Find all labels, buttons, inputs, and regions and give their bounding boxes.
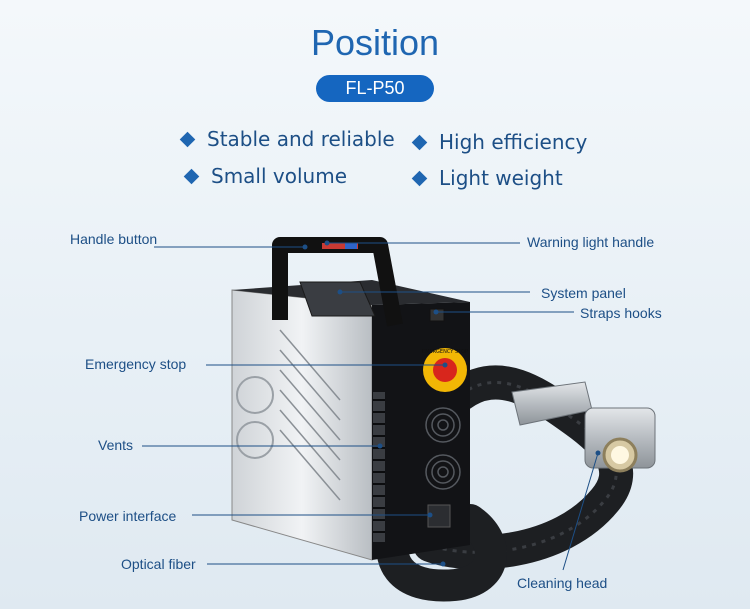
callout-handle-button: Handle button <box>70 231 158 247</box>
callout-vents: Vents <box>98 437 134 453</box>
feature-label: Stable and reliable <box>207 127 395 151</box>
warning-light <box>322 243 358 249</box>
front-vents <box>373 392 385 542</box>
emergency-stop-label: EMERGENCY STOP <box>422 349 468 355</box>
side-vent-slots <box>279 329 341 501</box>
leader-dots <box>302 240 601 567</box>
side-fan-grille <box>236 376 274 414</box>
front-panel <box>372 302 470 560</box>
callout-warning-light-handle: Warning light handle <box>527 234 655 250</box>
front-fan-grille <box>425 407 461 490</box>
callout-emergency-stop: Emergency stop <box>85 356 187 372</box>
model-badge: FL-P50 <box>316 75 434 102</box>
callout-straps-hooks: Straps hooks <box>580 305 662 321</box>
feature-item: Stable and reliable <box>179 127 395 151</box>
page-title: Position <box>310 22 440 63</box>
cleaning-head <box>511 381 656 473</box>
side-panel <box>231 289 373 561</box>
callout-optical-fiber: Optical fiber <box>121 556 196 572</box>
emergency-stop-button <box>433 358 457 382</box>
callout-power-interface: Power interface <box>79 508 177 524</box>
feature-label: Light weight <box>439 166 563 190</box>
leader-lines <box>142 242 599 571</box>
callout-system-panel: System panel <box>541 285 626 301</box>
callout-cleaning-head: Cleaning head <box>517 575 608 591</box>
feature-item: Light weight <box>411 166 563 190</box>
feature-label: Small volume <box>211 164 347 188</box>
feature-item: Small volume <box>183 164 347 188</box>
feature-item: High efficiency <box>411 130 588 154</box>
feature-label: High efficiency <box>439 130 588 154</box>
system-panel-screen <box>299 281 376 317</box>
